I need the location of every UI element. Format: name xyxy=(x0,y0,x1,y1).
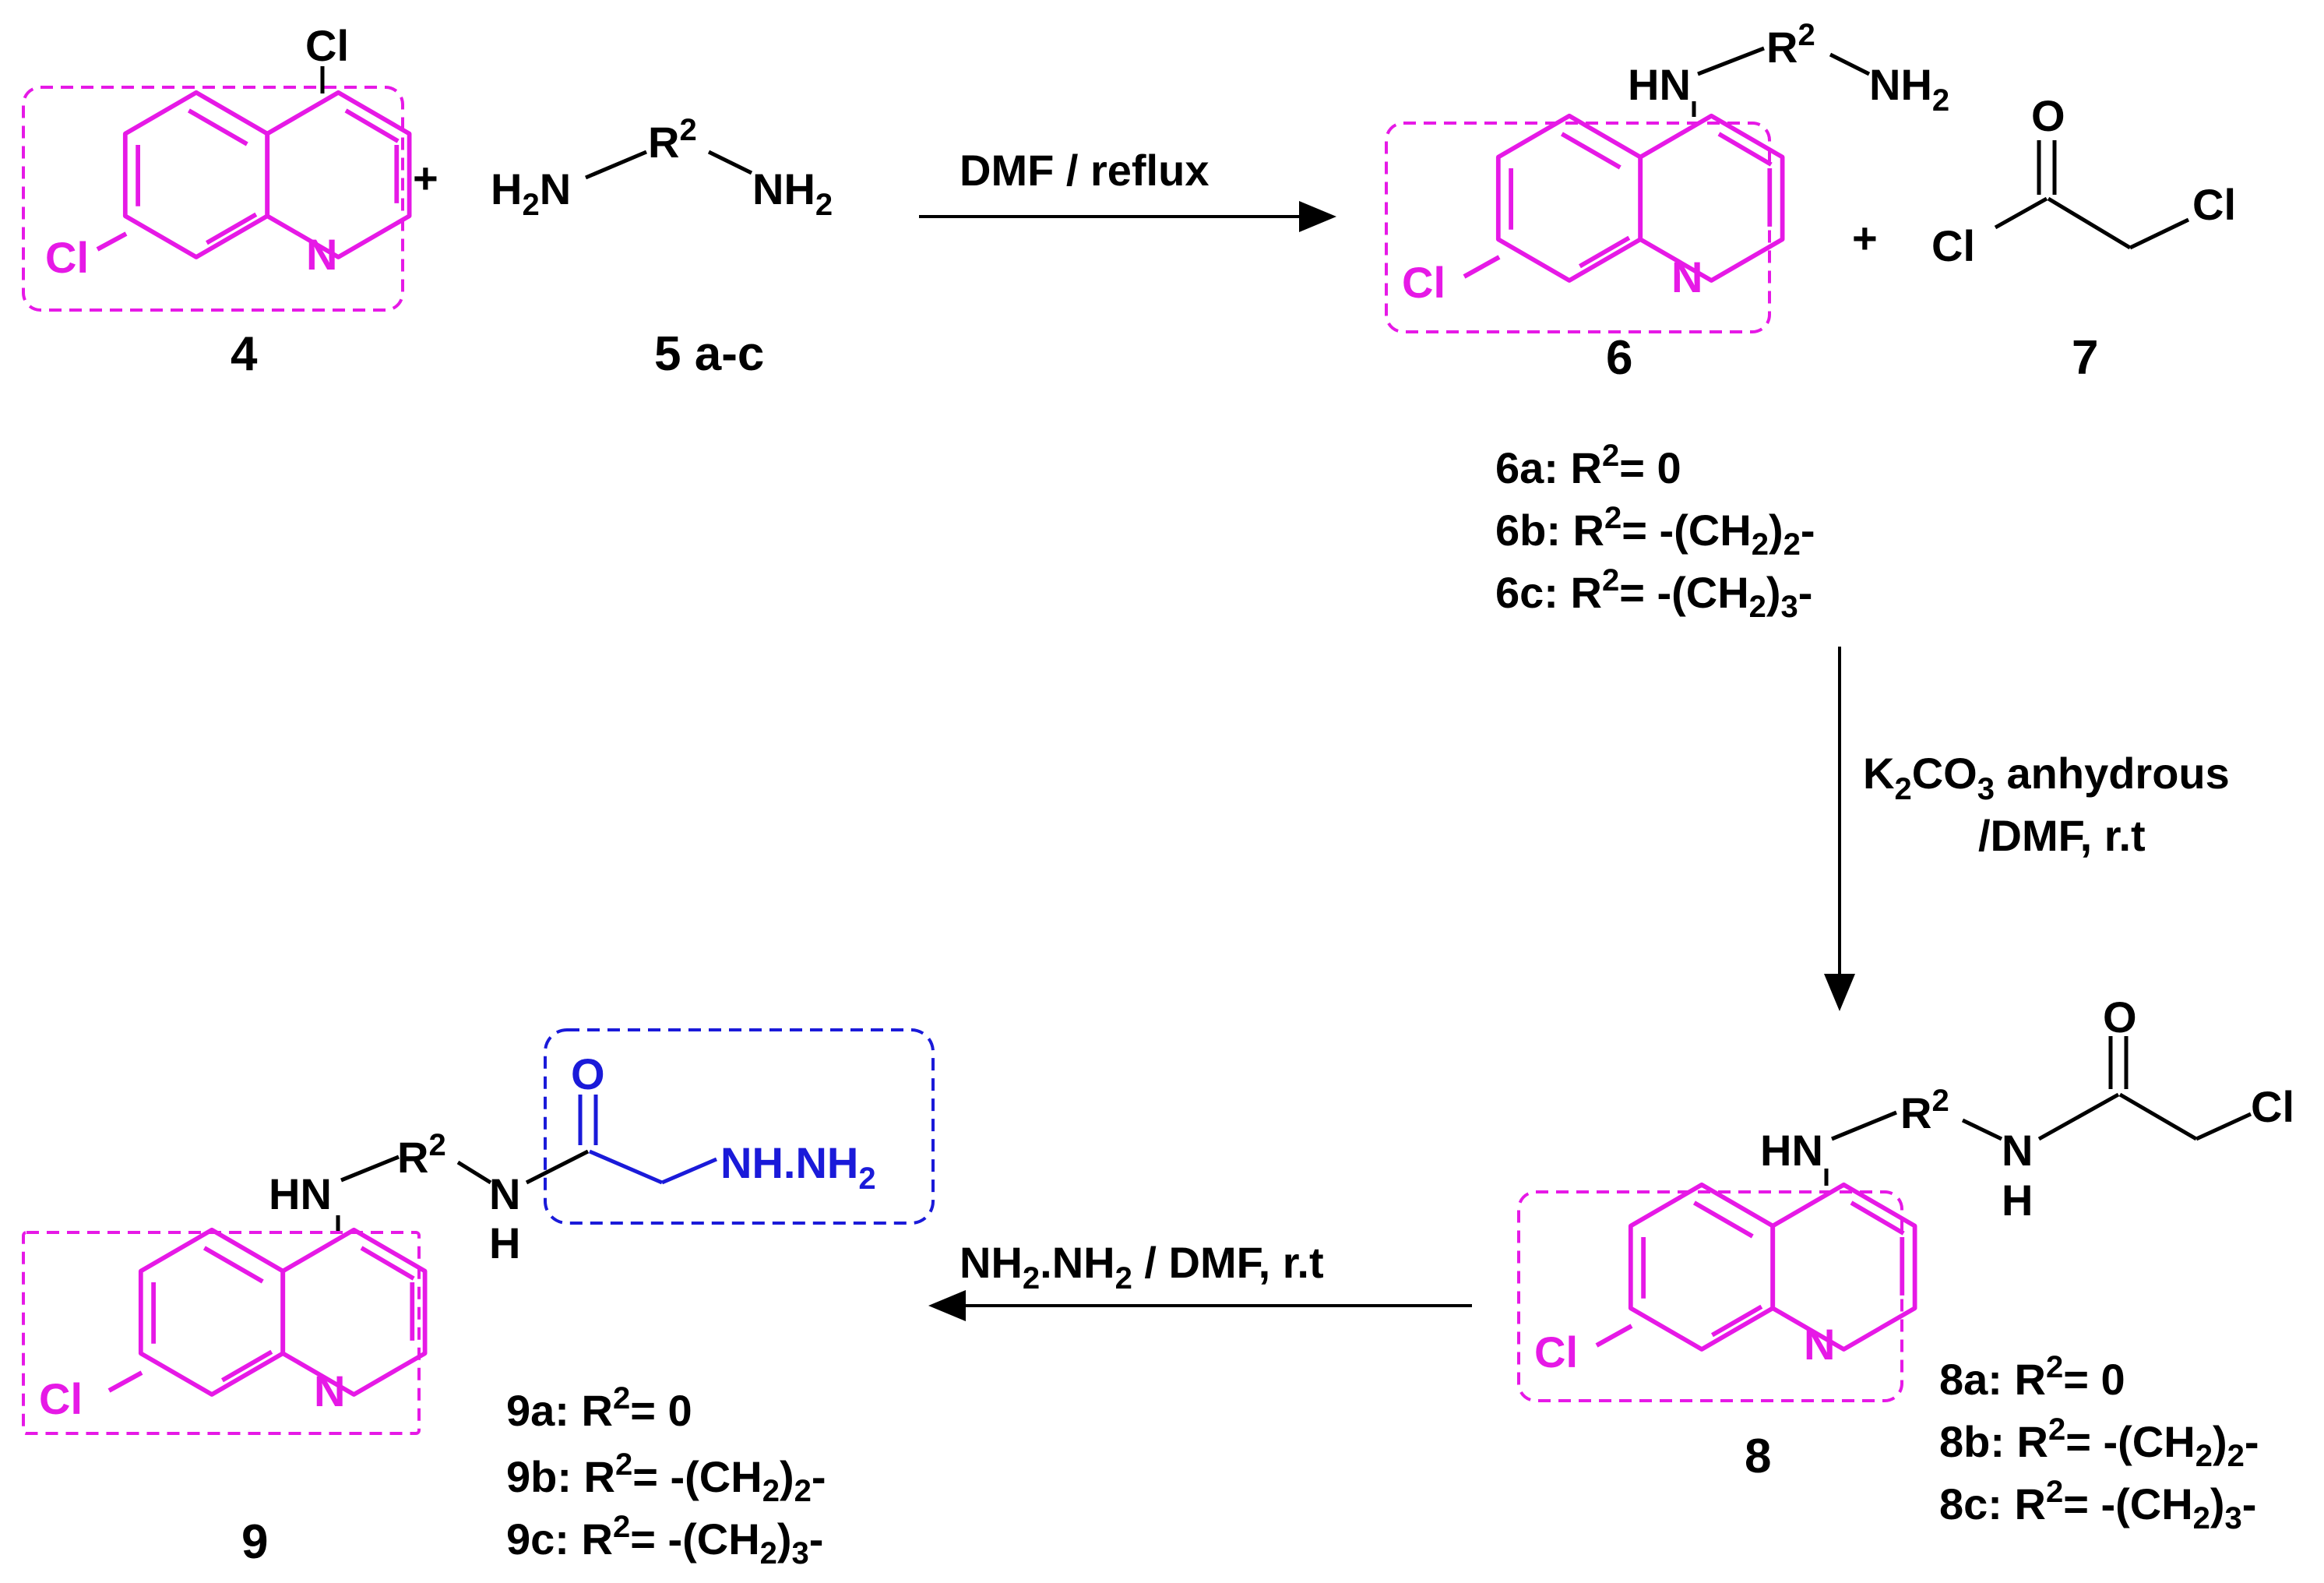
atom-nh2-5: NH2 xyxy=(752,164,833,222)
atom-n-9: N xyxy=(314,1366,345,1416)
compound-6: N Cl HN R2 NH2 6 xyxy=(1385,18,1949,385)
compound-7: O Cl Cl 7 xyxy=(1931,91,2236,385)
atom-nh2-6: NH2 xyxy=(1869,60,1949,118)
variants-8: 8a: R2= 0 8b: R2= -(CH2)2- 8c: R2= -(CH2… xyxy=(1939,1350,2259,1535)
variants-6: 6a: R2= 0 6b: R2= -(CH2)2- 6c: R2= -(CH2… xyxy=(1495,439,1815,624)
quinoline-box-4 xyxy=(22,86,404,312)
atom-hn-6: HN xyxy=(1628,60,1691,109)
atom-cl-4-top: Cl xyxy=(305,21,349,70)
condition-step-1: DMF / reflux xyxy=(960,146,1209,195)
atom-nhnh2-9: NH.NH2 xyxy=(720,1138,876,1196)
condition-step-2-line1: K2CO3 anhydrous xyxy=(1863,749,2230,806)
atom-cl-7-right: Cl xyxy=(2192,180,2236,229)
atom-n-amide-8: N xyxy=(2002,1126,2033,1175)
compound-label-4: 4 xyxy=(231,327,258,381)
atom-n-6: N xyxy=(1671,252,1703,301)
atom-r2-9: R2 xyxy=(397,1128,446,1182)
arrow-step-3: NH2.NH2 / DMF, r.t xyxy=(928,1238,1472,1321)
atom-hn-9: HN xyxy=(269,1169,332,1218)
variant-9c: 9c: R2= -(CH2)3- xyxy=(506,1510,823,1571)
condition-step-3: NH2.NH2 / DMF, r.t xyxy=(960,1238,1324,1296)
atom-n-4: N xyxy=(306,230,337,279)
atom-h2n-5: H2N xyxy=(491,164,571,222)
atom-n-8: N xyxy=(1804,1320,1835,1369)
plus-2: + xyxy=(1852,213,1878,263)
compound-8: N Cl HN R2 N H O Cl 8 xyxy=(1517,992,2294,1483)
compound-label-5: 5 a-c xyxy=(654,327,764,381)
variant-9a: 9a: R2= 0 xyxy=(506,1381,692,1435)
arrow-step-2: K2CO3 anhydrous /DMF, r.t xyxy=(1824,647,2230,1011)
atom-cl-8-chain: Cl xyxy=(2251,1082,2294,1131)
atom-o-7: O xyxy=(2031,91,2065,140)
atom-r2-5: R2 xyxy=(648,113,697,167)
quinoline-box-9 xyxy=(22,1231,421,1435)
atom-h-amide-8: H xyxy=(2002,1176,2033,1225)
atom-cl-9: Cl xyxy=(39,1374,83,1423)
compound-4: Cl Cl N 4 xyxy=(22,21,410,381)
condition-step-2-line2: /DMF, r.t xyxy=(1978,811,2146,860)
atom-r2-8: R2 xyxy=(1900,1084,1949,1137)
atom-h-amide-9: H xyxy=(489,1218,520,1267)
atom-hn-8: HN xyxy=(1760,1126,1823,1175)
variant-6a: 6a: R2= 0 xyxy=(1495,439,1681,492)
atom-cl-4-left: Cl xyxy=(45,233,89,282)
atom-r2-6: R2 xyxy=(1766,18,1815,72)
variant-8b: 8b: R2= -(CH2)2- xyxy=(1939,1412,2259,1473)
arrow-step-1: DMF / reflux xyxy=(919,146,1336,232)
atom-cl-7-left: Cl xyxy=(1931,221,1975,270)
compound-9: N Cl HN R2 N H O NH.NH2 9 xyxy=(22,1028,935,1569)
plus-1: + xyxy=(413,153,438,203)
compound-label-8: 8 xyxy=(1745,1430,1771,1483)
variant-8c: 8c: R2= -(CH2)3- xyxy=(1939,1475,2256,1535)
compound-label-6: 6 xyxy=(1606,331,1632,385)
atom-cl-6: Cl xyxy=(1402,258,1445,307)
variants-9: 9a: R2= 0 9b: R2= -(CH2)2- 9c: R2= -(CH2… xyxy=(506,1381,826,1571)
variant-6c: 6c: R2= -(CH2)3- xyxy=(1495,563,1812,624)
atom-n-amide-9: N xyxy=(489,1169,520,1218)
variant-9b: 9b: R2= -(CH2)2- xyxy=(506,1447,826,1508)
atom-o-9: O xyxy=(571,1049,605,1098)
atom-o-8: O xyxy=(2103,992,2137,1042)
compound-5: H2N R2 NH2 5 a-c xyxy=(491,113,833,381)
atom-cl-8: Cl xyxy=(1534,1327,1578,1377)
hydrazide-box-9 xyxy=(544,1028,935,1225)
variant-6b: 6b: R2= -(CH2)2- xyxy=(1495,501,1815,562)
variant-8a: 8a: R2= 0 xyxy=(1939,1350,2125,1404)
compound-label-9: 9 xyxy=(241,1515,268,1569)
compound-label-7: 7 xyxy=(2072,331,2098,385)
